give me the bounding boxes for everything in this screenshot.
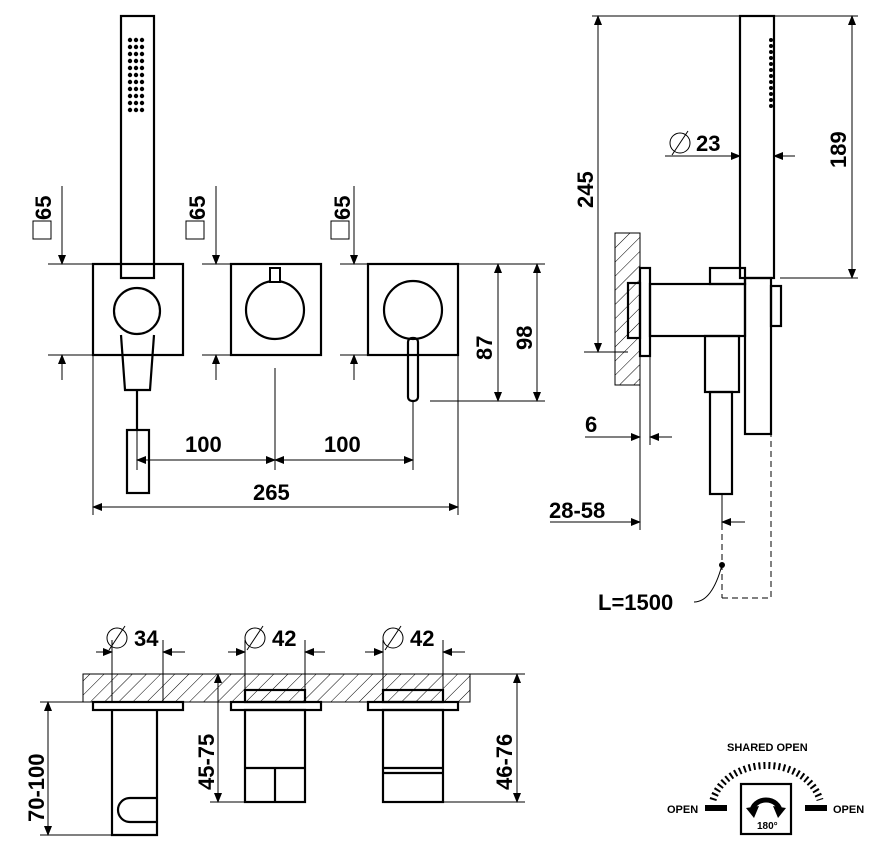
svg-text:OPEN: OPEN — [833, 804, 864, 816]
open-left-bar — [705, 805, 727, 811]
svg-text:L=1500: L=1500 — [598, 590, 673, 615]
width-dims: 100 100 265 — [92, 355, 459, 515]
left-plate — [91, 262, 185, 357]
svg-text:OPEN: OPEN — [667, 804, 698, 816]
square-symbol-icon — [185, 220, 205, 240]
svg-text:65: 65 — [185, 196, 210, 220]
spray-nozzles — [127, 37, 145, 113]
height-dims: 87 98 — [430, 263, 545, 402]
middle-knob — [244, 279, 306, 341]
svg-text:46-76: 46-76 — [492, 734, 517, 790]
section-view: 34 70-100 42 45-75 4 — [24, 625, 525, 837]
side-hose-connector — [703, 334, 741, 394]
handshower-body — [119, 14, 156, 280]
square-symbol-icon — [330, 220, 350, 240]
svg-text:245: 245 — [573, 171, 598, 208]
svg-text:6: 6 — [585, 412, 597, 437]
svg-text:100: 100 — [185, 432, 222, 457]
svg-text:SHARED OPEN: SHARED OPEN — [727, 742, 808, 754]
rotation-box — [739, 782, 793, 836]
svg-text:45-75: 45-75 — [194, 734, 219, 790]
svg-text:34: 34 — [134, 626, 159, 651]
side-plate — [638, 266, 652, 358]
diameter-symbol-icon — [669, 132, 691, 154]
plate-size-dim-middle: 65 — [185, 186, 231, 380]
diameter-symbol-icon — [106, 627, 128, 649]
square-symbol-icon — [32, 220, 52, 240]
svg-text:65: 65 — [330, 196, 355, 220]
svg-text:23: 23 — [696, 131, 720, 156]
svg-text:189: 189 — [826, 131, 851, 168]
operation-symbol: SHARED OPEN OPEN OPEN 180° — [667, 742, 864, 836]
left-outlet — [112, 286, 162, 336]
svg-text:87: 87 — [472, 336, 497, 360]
middle-plate — [229, 262, 323, 357]
svg-text:70-100: 70-100 — [24, 753, 49, 822]
diameter-symbol-icon — [244, 627, 266, 649]
svg-text:180°: 180° — [757, 821, 778, 832]
plate-size-dim-left: 65 — [31, 186, 93, 380]
right-knob — [382, 279, 444, 341]
svg-text:265: 265 — [253, 480, 290, 505]
section-wall-hatch — [82, 673, 471, 703]
svg-text:42: 42 — [410, 626, 434, 651]
open-right-bar — [805, 805, 827, 811]
shared-open-arc — [709, 761, 824, 802]
side-handshower — [738, 14, 776, 280]
wall-box — [626, 281, 642, 340]
side-holder — [743, 276, 773, 436]
diameter-symbol-icon — [382, 627, 404, 649]
hose-connector — [125, 428, 151, 495]
hose-holder — [119, 334, 156, 392]
outlet-arm — [648, 282, 747, 338]
svg-text:42: 42 — [272, 626, 296, 651]
front-view: 65 65 65 87 98 — [31, 14, 545, 515]
plate-size-dim-right: 65 — [330, 186, 368, 380]
right-lever — [406, 336, 420, 403]
knob-notch — [269, 267, 281, 283]
side-view: 245 189 23 6 28-58 L=1500 — [549, 14, 858, 615]
side-nozzles — [769, 38, 773, 108]
svg-text:98: 98 — [512, 326, 537, 350]
svg-text:100: 100 — [324, 432, 361, 457]
svg-text:65: 65 — [31, 196, 56, 220]
svg-text:28-58: 28-58 — [549, 498, 605, 523]
right-plate — [366, 262, 460, 357]
